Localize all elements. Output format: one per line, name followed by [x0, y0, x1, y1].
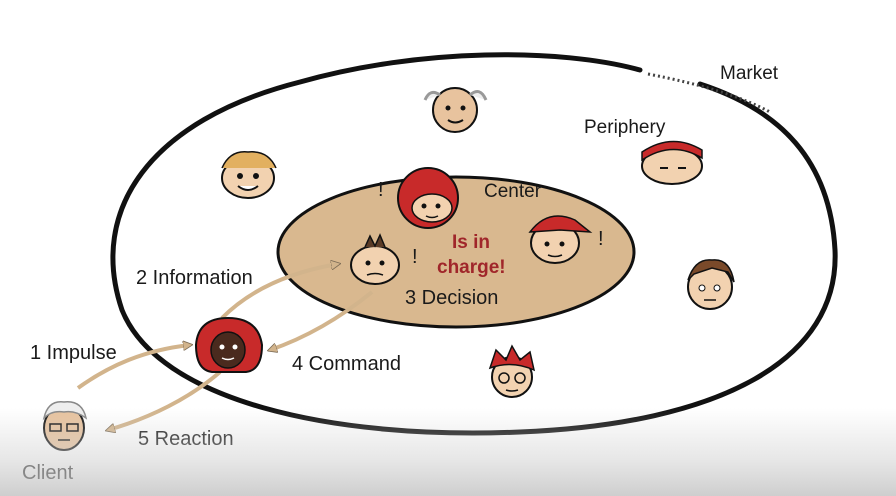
red-bandana-face-icon [641, 140, 703, 185]
market-ring [110, 52, 838, 436]
step-impulse-label: 1 Impulse [30, 342, 117, 364]
impulse-arrow [76, 345, 190, 390]
center-label: Center [484, 181, 542, 202]
market-label: Market [720, 63, 779, 84]
information-arrow [220, 264, 338, 320]
step-information-label: 2 Information [136, 267, 253, 289]
old-man-face-icon [423, 87, 488, 133]
is-in-charge-line1: Is in [452, 232, 490, 253]
client-face-icon [42, 401, 88, 451]
curly-blond-face-icon [221, 151, 277, 199]
center-area [276, 175, 636, 329]
step-reaction-label: 5 Reaction [138, 428, 234, 450]
market-ring-brush [647, 72, 771, 114]
is-in-charge-line2: charge! [437, 257, 506, 278]
step-command-label: 4 Command [292, 353, 401, 375]
exclamation-mark: ! [598, 228, 604, 250]
brown-hair-face-icon [687, 259, 735, 310]
red-curly-face-icon [397, 167, 459, 229]
red-cap-face-icon [528, 215, 593, 264]
periphery-label: Periphery [584, 117, 666, 138]
red-hair-glasses-face-icon [488, 344, 536, 398]
red-hair-woman-face-icon [194, 316, 264, 373]
command-arrow [270, 290, 374, 350]
exclamation-mark: ! [412, 246, 418, 268]
spiky-hair-face-icon [350, 233, 400, 285]
step-decision-label: 3 Decision [405, 287, 498, 309]
reaction-arrow [108, 370, 222, 430]
client-label: Client [22, 462, 74, 484]
exclamation-mark: ! [378, 179, 384, 201]
